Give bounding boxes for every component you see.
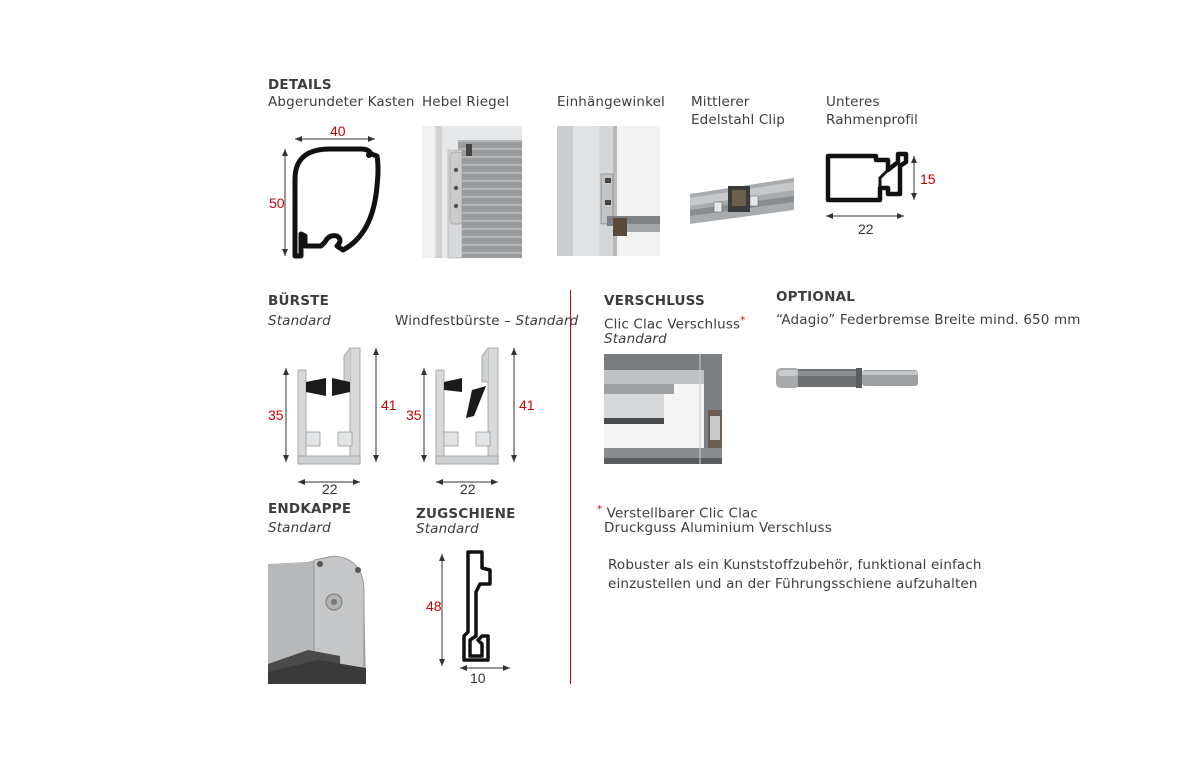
profil-label-line-2: Rahmenprofil (826, 112, 919, 128)
windfest-standard-text: Standard (515, 313, 579, 329)
zugschiene-height-dim: 48 (426, 598, 442, 614)
profil-width-dim: 22 (858, 221, 874, 237)
buerste-windfest-drawing: 35 41 22 (406, 347, 535, 497)
zugschiene-width-dim: 10 (470, 670, 486, 686)
windfest-width-dim: 22 (460, 481, 476, 497)
verschluss-description: Robuster als ein Kunststoffzubehör, funk… (608, 556, 982, 594)
zugschiene-drawing: 48 10 (426, 550, 510, 686)
verschluss-note-line-1: Verstellbarer Clic Clac (606, 505, 758, 522)
profil-label: Unteres Rahmenprofil (826, 93, 918, 129)
windfest-label: Windfestbürste – Standard (395, 312, 578, 330)
buerste-standard-label: Standard (268, 313, 331, 329)
clip-label-line-1: Mittlerer (691, 94, 750, 110)
federbremse-photo (776, 368, 918, 388)
windfest-label-text: Windfestbürste – (395, 313, 516, 329)
clip-label: Mittlerer Edelstahl Clip (691, 93, 785, 129)
kasten-width-dim: 40 (330, 123, 346, 139)
verschluss-heading: VERSCHLUSS (604, 293, 705, 309)
buerste-width-dim: 22 (322, 481, 338, 497)
verschluss-note-line-2: Druckguss Aluminium Verschluss (604, 520, 832, 536)
verschluss-label: Clic Clac Verschluss* (604, 312, 745, 334)
kasten-profile-drawing: 40 50 (269, 123, 381, 259)
section-divider (570, 290, 571, 684)
kasten-height-dim: 50 (269, 195, 285, 211)
profil-height-dim: 15 (920, 171, 936, 187)
riegel-photo (422, 126, 522, 259)
winkel-photo (557, 126, 660, 256)
endkappe-heading: ENDKAPPE (268, 501, 352, 517)
winkel-label: Einhängewinkel (557, 94, 665, 110)
verschluss-desc-line-1: Robuster als ein Kunststoffzubehör, funk… (608, 557, 982, 573)
details-heading: DETAILS (268, 77, 332, 93)
kasten-label: Abgerundeter Kasten (268, 94, 415, 110)
verschluss-photo (604, 354, 722, 464)
buerste-standard-drawing: 35 41 22 (268, 347, 397, 497)
optional-label: “Adagio” Federbremse Breite mind. 650 mm (776, 312, 1081, 328)
endkappe-photo (268, 552, 366, 684)
buerste-outer-height-dim: 41 (381, 397, 397, 413)
windfest-outer-height-dim: 41 (519, 397, 535, 413)
zugschiene-sub: Standard (416, 521, 479, 537)
riegel-label: Hebel Riegel (422, 94, 510, 110)
windfest-inner-height-dim: 35 (406, 407, 422, 423)
verschluss-star: * (740, 315, 746, 326)
verschluss-label-text: Clic Clac Verschluss (604, 316, 741, 333)
buerste-heading: BÜRSTE (268, 293, 330, 309)
clip-photo (690, 178, 794, 224)
verschluss-desc-line-2: einzustellen und an der Führungsschiene … (608, 576, 978, 592)
verschluss-sub: Standard (604, 331, 667, 347)
verschluss-note: * Verstellbarer Clic Clac (597, 501, 758, 523)
profil-label-line-1: Unteres (826, 94, 880, 110)
verschluss-note-star: * (597, 504, 603, 515)
rahmenprofil-drawing: 15 22 (825, 151, 936, 237)
clip-label-line-2: Edelstahl Clip (691, 112, 785, 128)
endkappe-sub: Standard (268, 520, 331, 536)
zugschiene-heading: ZUGSCHIENE (416, 506, 516, 522)
optional-heading: OPTIONAL (776, 289, 856, 305)
buerste-inner-height-dim: 35 (268, 407, 284, 423)
